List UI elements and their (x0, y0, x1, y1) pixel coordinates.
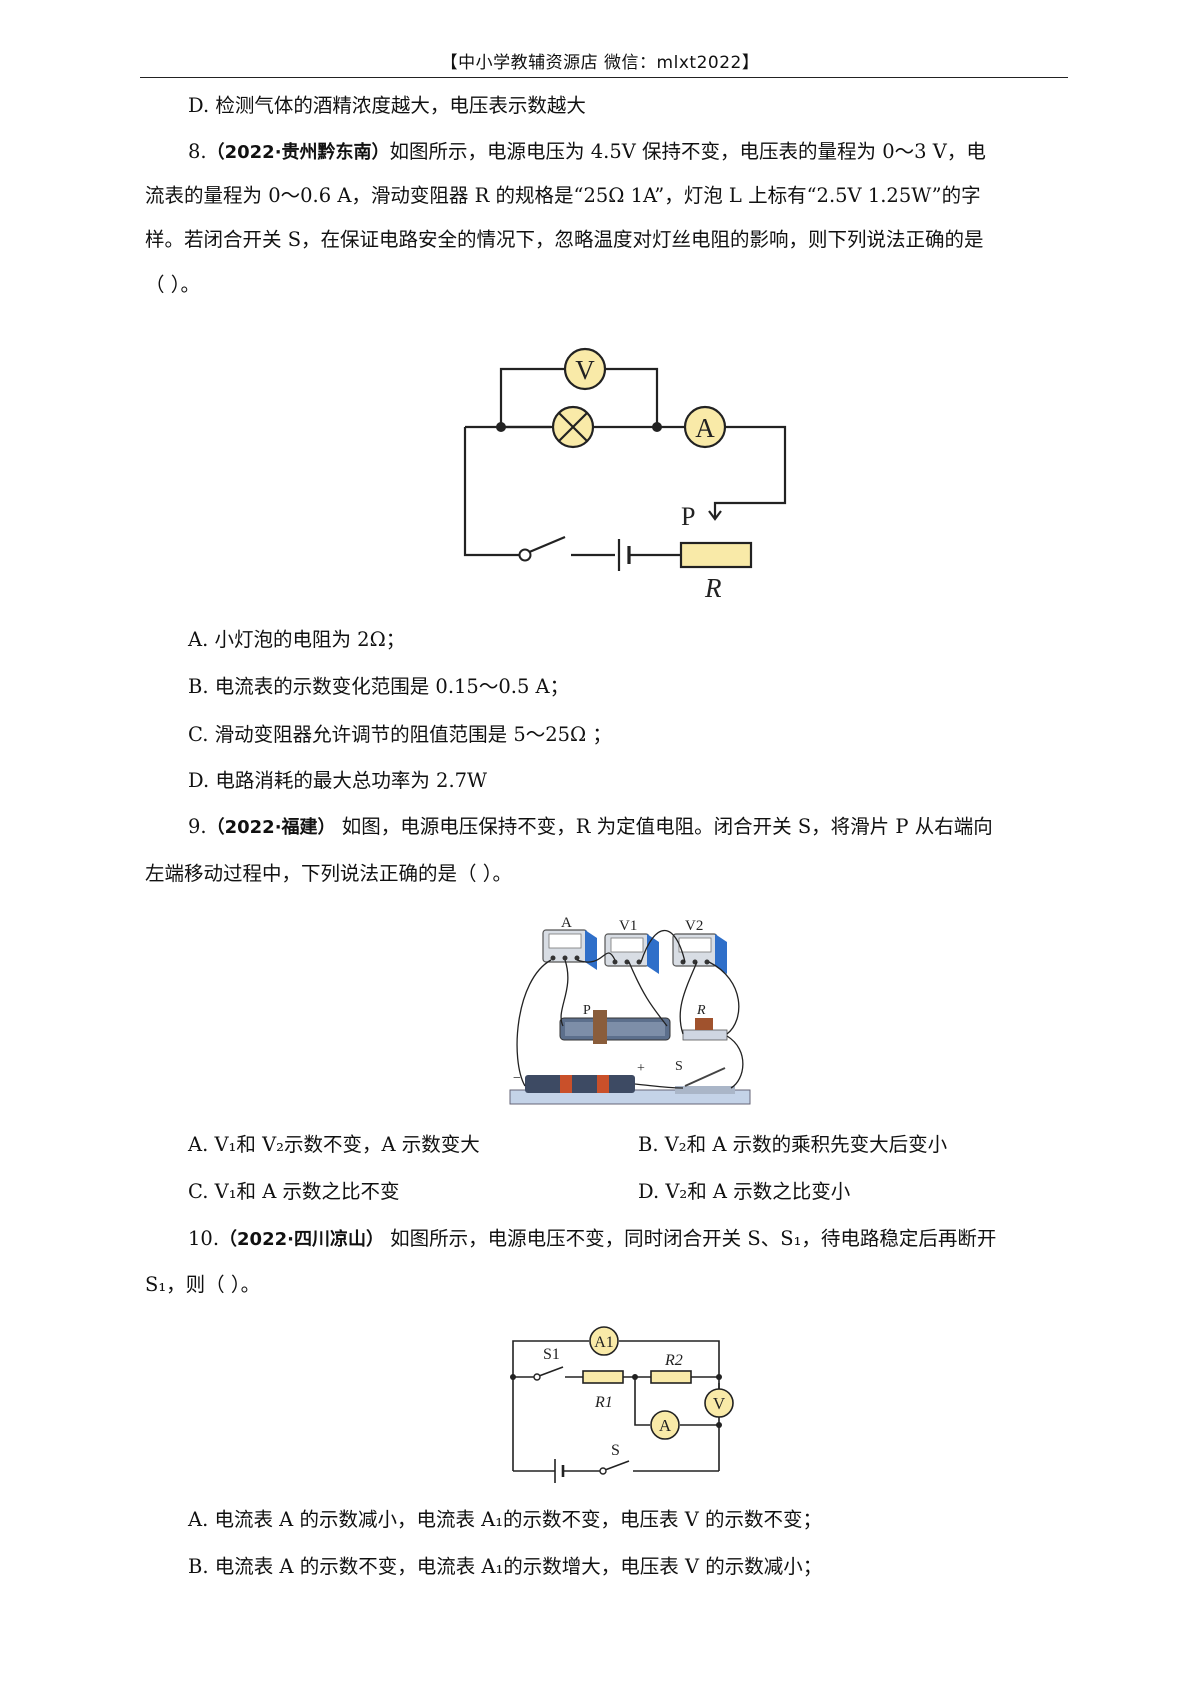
q8-option-c: C. 滑动变阻器允许调节的阻值范围是 5～25Ω ； (188, 723, 612, 746)
q8-line-2: 流表的量程为 0～0.6 A，滑动变阻器 R 的规格是“25Ω 1A”，灯泡 L… (145, 184, 981, 207)
q8-circuit-diagram: V A P R (463, 347, 787, 603)
q8-line-1: 8.（2022·贵州黔东南）如图所示，电源电压为 4.5V 保持不变，电压表的量… (188, 138, 986, 167)
q8-source: （2022·贵州黔东南） (206, 142, 390, 163)
q9-voltmeter-1 (604, 933, 659, 974)
q9-v1-label: V1 (619, 918, 637, 934)
q8-option-a: A. 小灯泡的电阻为 2Ω； (188, 628, 406, 651)
previous-option-d: D. 检测气体的酒精浓度越大，电压表示数越大 (188, 94, 586, 117)
q8-line-4: （ ）。 (145, 273, 200, 296)
q9-resistor-label: R (696, 1003, 706, 1018)
q9-option-d: D. V₂和 A 示数之比变小 (638, 1180, 851, 1203)
q10-line-2: S₁，则（ ）。 (145, 1273, 261, 1296)
q10-r2-label: R2 (664, 1352, 683, 1369)
q8-ammeter-label: A (695, 413, 715, 443)
q9-line-2: 左端移动过程中，下列说法正确的是（ ）。 (145, 862, 512, 885)
q10-a1-label: A1 (594, 1334, 614, 1351)
q10-s1-label: S1 (543, 1346, 560, 1363)
q9-switch-label: S (675, 1059, 683, 1074)
q10-line-1: 10.（2022·四川凉山） 如图所示，电源电压不变，同时闭合开关 S、S₁，待… (188, 1225, 996, 1254)
q9-text-1: 如图，电源电压保持不变，R 为定值电阻。闭合开关 S，将滑片 P 从右端向 (335, 815, 993, 838)
q10-r1-label: R1 (594, 1394, 613, 1411)
q10-circuit-diagram: A1 R1 R2 V A S1 S (510, 1326, 734, 1483)
q9-ammeter-label: A (561, 915, 572, 931)
q10-s-label: S (611, 1442, 620, 1459)
q8-resistor-label: R (704, 573, 722, 603)
q9-ammeter (542, 929, 597, 970)
q9-minus-label: − (513, 1071, 521, 1086)
q8-number: 8. (188, 140, 207, 163)
q10-source: （2022·四川凉山） (219, 1229, 384, 1250)
q8-voltmeter-label: V (575, 355, 595, 385)
q9-option-a: A. V₁和 V₂示数不变，A 示数变大 (188, 1133, 480, 1156)
q10-a-label: A (659, 1416, 672, 1435)
q9-slider-label: P (583, 1003, 591, 1018)
q9-number: 9. (188, 815, 207, 838)
q10-text-1: 如图所示，电源电压不变，同时闭合开关 S、S₁，待电路稳定后再断开 (383, 1227, 997, 1250)
q9-line-1: 9.（2022·福建） 如图，电源电压保持不变，R 为定值电阻。闭合开关 S，将… (188, 813, 993, 842)
q8-line-3: 样。若闭合开关 S，在保证电路安全的情况下，忽略温度对灯丝电阻的影响，则下列说法… (145, 228, 984, 251)
page-header: 【中小学教辅资源店 微信：mlxt2022】 (440, 53, 760, 73)
q9-option-c: C. V₁和 A 示数之比不变 (188, 1180, 400, 1203)
q9-apparatus-photo: A V1 V2 P R − + S (509, 915, 751, 1105)
q8-option-d: D. 电路消耗的最大总功率为 2.7W (188, 769, 488, 792)
q10-option-b: B. 电流表 A 的示数不变，电流表 A₁的示数增大，电压表 V 的示数减小； (188, 1555, 823, 1578)
q10-number: 10. (188, 1227, 220, 1250)
q10-v-label: V (713, 1394, 726, 1413)
header-divider (140, 77, 1068, 78)
q10-option-a: A. 电流表 A 的示数减小，电流表 A₁的示数不变，电压表 V 的示数不变； (188, 1508, 823, 1531)
q9-plus-label: + (637, 1061, 645, 1076)
q9-option-b: B. V₂和 A 示数的乘积先变大后变小 (638, 1133, 948, 1156)
q8-slider-label: P (681, 502, 695, 531)
q8-option-b: B. 电流表的示数变化范围是 0.15～0.5 A； (188, 675, 570, 698)
q9-source: （2022·福建） (206, 817, 336, 838)
q9-v2-label: V2 (685, 918, 703, 934)
q8-text-1: 如图所示，电源电压为 4.5V 保持不变，电压表的量程为 0～3 V，电 (389, 140, 986, 163)
